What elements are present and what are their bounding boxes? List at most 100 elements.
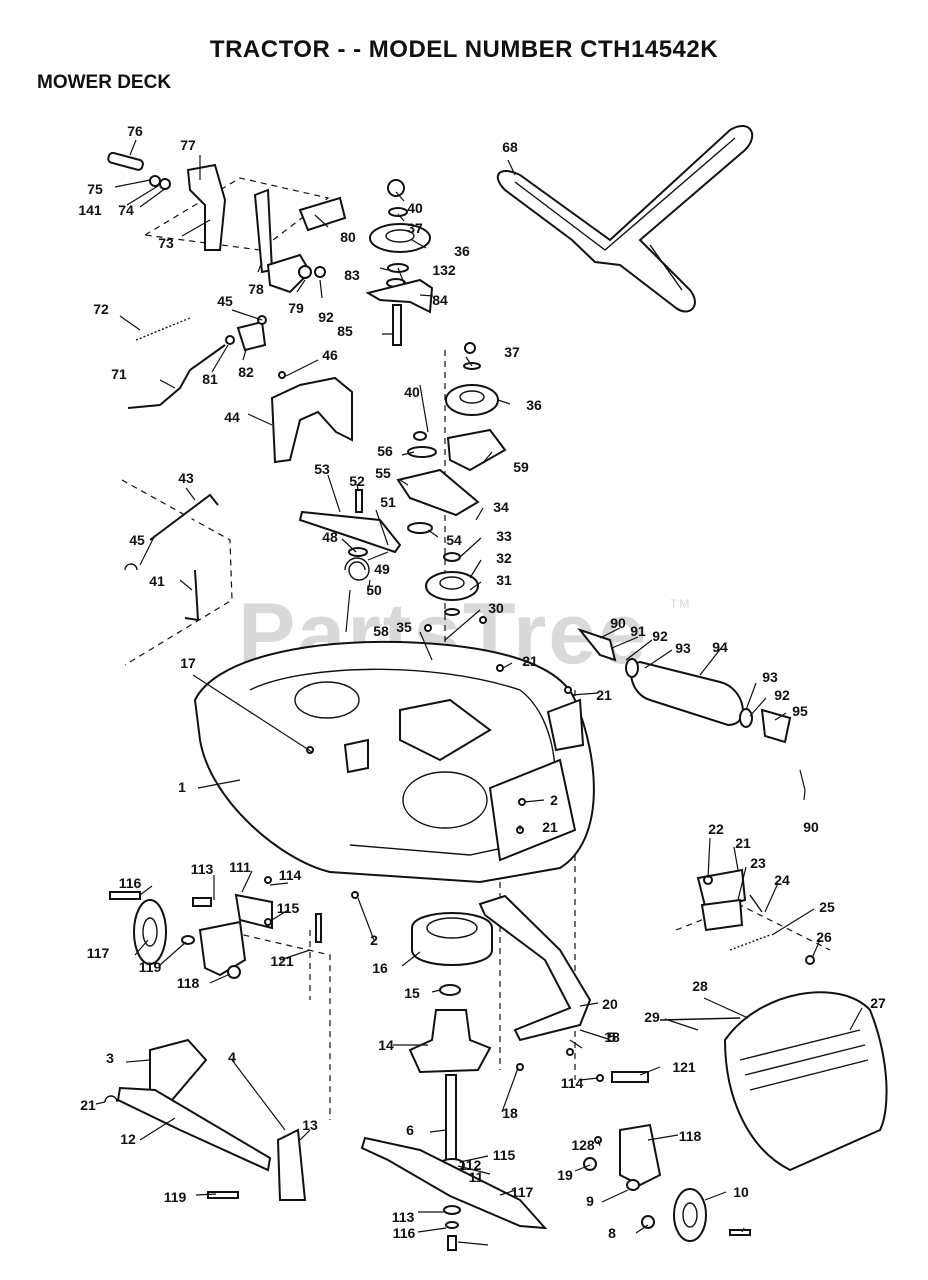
callout-132: 132 xyxy=(432,262,456,278)
callout-92: 92 xyxy=(318,309,334,325)
callout-41: 41 xyxy=(149,573,165,589)
section-title: MOWER DECK xyxy=(37,72,172,93)
callout-56: 56 xyxy=(377,443,393,459)
callout-90: 90 xyxy=(803,819,819,835)
callout-84: 84 xyxy=(432,292,448,308)
callout-21: 21 xyxy=(542,819,558,835)
callout-21: 21 xyxy=(596,687,612,703)
callout-24: 24 xyxy=(774,872,790,888)
callout-72: 72 xyxy=(93,301,109,317)
callout-36: 36 xyxy=(454,243,470,259)
callout-121: 121 xyxy=(270,953,294,969)
callout-2: 2 xyxy=(370,932,378,948)
callout-92: 92 xyxy=(774,687,790,703)
parts-drawing xyxy=(95,124,888,1251)
callout-26: 26 xyxy=(816,929,832,945)
callout-115: 115 xyxy=(493,1147,516,1163)
callout-79: 79 xyxy=(288,300,304,316)
callout-51: 51 xyxy=(380,494,396,510)
diagram-title: TRACTOR - - MODEL NUMBER CTH14542K xyxy=(209,36,719,63)
callout-18: 18 xyxy=(502,1105,518,1121)
callout-12: 12 xyxy=(120,1131,136,1147)
callout-49: 49 xyxy=(374,561,390,577)
callout-116: 116 xyxy=(393,1225,416,1241)
callout-115: 115 xyxy=(277,900,300,916)
callout-4: 4 xyxy=(228,1049,236,1065)
callout-50: 50 xyxy=(366,582,382,598)
callout-17: 17 xyxy=(180,655,196,671)
callout-90: 90 xyxy=(610,615,626,631)
callout-14: 14 xyxy=(378,1037,394,1053)
callout-73: 73 xyxy=(158,235,174,251)
callout-19: 19 xyxy=(557,1167,573,1183)
callout-13: 13 xyxy=(302,1117,318,1133)
callout-54: 54 xyxy=(446,532,462,548)
callout-71: 71 xyxy=(111,366,127,382)
callout-2: 2 xyxy=(550,792,558,808)
callout-118: 118 xyxy=(177,975,200,991)
callout-31: 31 xyxy=(496,572,512,588)
callout-114: 114 xyxy=(279,867,302,883)
callout-21: 21 xyxy=(735,835,751,851)
callout-76: 76 xyxy=(127,123,143,139)
callout-112: 112 xyxy=(459,1157,482,1173)
callout-91: 91 xyxy=(630,623,646,639)
callout-94: 94 xyxy=(712,639,728,655)
callout-111: 111 xyxy=(229,859,251,875)
callout-37: 37 xyxy=(504,344,520,360)
callout-44: 44 xyxy=(224,409,240,425)
callout-121: 121 xyxy=(672,1059,696,1075)
callout-36: 36 xyxy=(526,397,542,413)
callout-117: 117 xyxy=(87,945,110,961)
callout-18: 18 xyxy=(604,1029,620,1045)
callout-21: 21 xyxy=(80,1097,96,1113)
callout-11: 11 xyxy=(469,1169,484,1185)
callout-55: 55 xyxy=(375,465,391,481)
callout-33: 33 xyxy=(496,528,512,544)
callout-5: 5 xyxy=(608,1029,616,1045)
callout-21: 21 xyxy=(522,653,538,669)
callout-6: 6 xyxy=(406,1122,414,1138)
callout-45: 45 xyxy=(217,293,233,309)
callout-93: 93 xyxy=(762,669,778,685)
callout-83: 83 xyxy=(344,267,360,283)
callout-59: 59 xyxy=(513,459,529,475)
callout-16: 16 xyxy=(372,960,388,976)
callout-32: 32 xyxy=(496,550,512,566)
callout-85: 85 xyxy=(337,323,353,339)
callout-118: 118 xyxy=(679,1128,702,1144)
callout-117: 117 xyxy=(511,1184,534,1200)
callout-119: 119 xyxy=(139,959,162,975)
callout-58: 58 xyxy=(373,623,389,639)
callout-8: 8 xyxy=(608,1225,616,1241)
callout-29: 29 xyxy=(644,1009,660,1025)
callout-40: 40 xyxy=(404,384,420,400)
callout-113: 113 xyxy=(392,1209,415,1225)
callout-68: 68 xyxy=(502,139,518,155)
callout-128: 128 xyxy=(571,1137,595,1153)
callout-40: 40 xyxy=(407,200,423,216)
callout-141: 141 xyxy=(78,202,102,218)
callout-15: 15 xyxy=(404,985,420,1001)
callout-119: 119 xyxy=(164,1189,187,1205)
callout-48: 48 xyxy=(322,529,338,545)
callout-9: 9 xyxy=(586,1193,594,1209)
callout-25: 25 xyxy=(819,899,835,915)
callout-116: 116 xyxy=(119,875,142,891)
callout-53: 53 xyxy=(314,461,330,477)
callout-75: 75 xyxy=(87,181,103,197)
callout-52: 52 xyxy=(349,473,365,489)
callout-27: 27 xyxy=(870,995,886,1011)
callout-78: 78 xyxy=(248,281,264,297)
callout-43: 43 xyxy=(178,470,194,486)
callout-81: 81 xyxy=(202,371,218,387)
callout-35: 35 xyxy=(396,619,412,635)
callout-28: 28 xyxy=(692,978,708,994)
callout-74: 74 xyxy=(118,202,134,218)
callout-80: 80 xyxy=(340,229,356,245)
callout-77: 77 xyxy=(180,137,196,153)
callout-37: 37 xyxy=(407,220,423,236)
callout-95: 95 xyxy=(792,703,808,719)
